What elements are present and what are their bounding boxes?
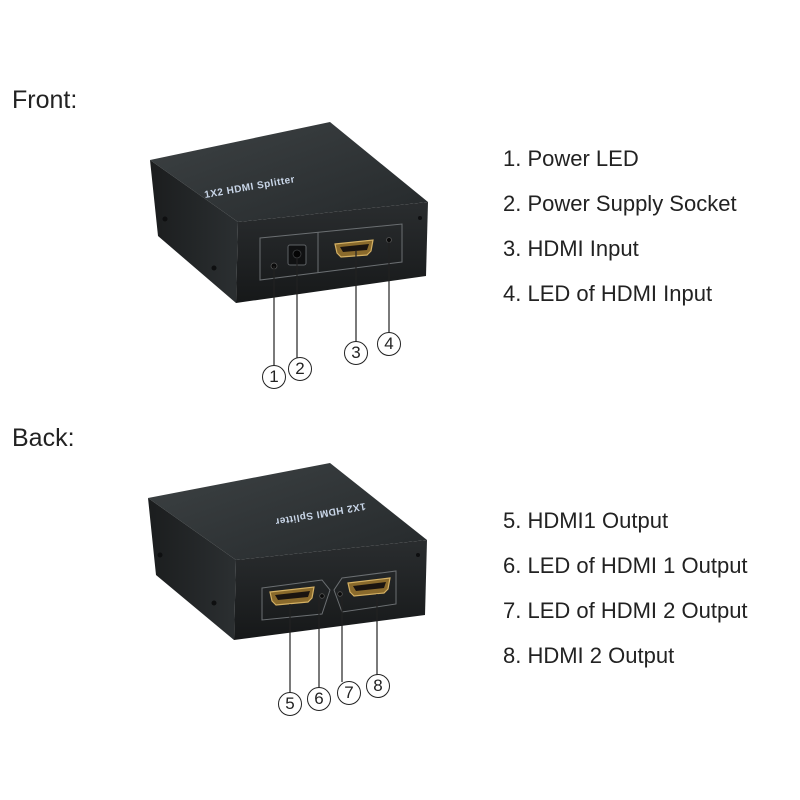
callout-5: 5: [278, 692, 302, 716]
back-device-face: [234, 540, 427, 640]
front-device-title: 1X2 HDMI Splitter: [204, 174, 296, 201]
screw-icon: [157, 552, 163, 558]
screw-icon: [211, 600, 217, 606]
callout-3: 3: [344, 341, 368, 365]
screw-icon: [162, 216, 168, 222]
callout-1: 1: [262, 365, 286, 389]
hdmi1-output-led-icon: [319, 593, 325, 599]
back-label: Back:: [12, 424, 75, 452]
power-led-icon: [270, 262, 278, 270]
front-device-face: [236, 202, 428, 303]
legend-item-4: 4. LED of HDMI Input: [503, 281, 713, 306]
callout-7: 7: [337, 681, 361, 705]
callout-8: 8: [366, 674, 390, 698]
legend-item-2: 2. Power Supply Socket: [503, 191, 737, 216]
screw-icon: [416, 553, 420, 557]
front-device-top: [150, 122, 428, 222]
back-device-side: [148, 498, 236, 640]
hdmi-input-port-icon: [334, 239, 374, 258]
screw-icon: [211, 265, 217, 271]
callout-4: 4: [377, 332, 401, 356]
front-legend: 1. Power LED 2. Power Supply Socket 3. H…: [503, 145, 737, 325]
front-device-side: [150, 160, 238, 303]
callout-2: 2: [288, 357, 312, 381]
legend-item-6: 6. LED of HDMI 1 Output: [503, 553, 748, 578]
hdmi1-output-port-icon: [269, 586, 315, 606]
hdmi2-output-port-icon: [347, 577, 391, 597]
legend-item-8: 8. HDMI 2 Output: [503, 643, 675, 668]
back-device-title: 1X2 HDMI Splitter: [274, 500, 366, 527]
screw-icon: [418, 216, 422, 220]
back-legend: 5. HDMI1 Output 6. LED of HDMI 1 Output …: [503, 507, 748, 687]
callout-6: 6: [307, 687, 331, 711]
legend-item-1: 1. Power LED: [503, 146, 639, 171]
hdmi-input-led-icon: [386, 237, 392, 243]
back-device-top: [148, 463, 427, 560]
legend-item-3: 3. HDMI Input: [503, 236, 639, 261]
power-socket-icon: [287, 244, 307, 266]
hdmi2-output-led-icon: [337, 591, 343, 597]
legend-item-5: 5. HDMI1 Output: [503, 508, 669, 533]
legend-item-7: 7. LED of HDMI 2 Output: [503, 598, 748, 623]
front-label: Front:: [12, 86, 78, 114]
